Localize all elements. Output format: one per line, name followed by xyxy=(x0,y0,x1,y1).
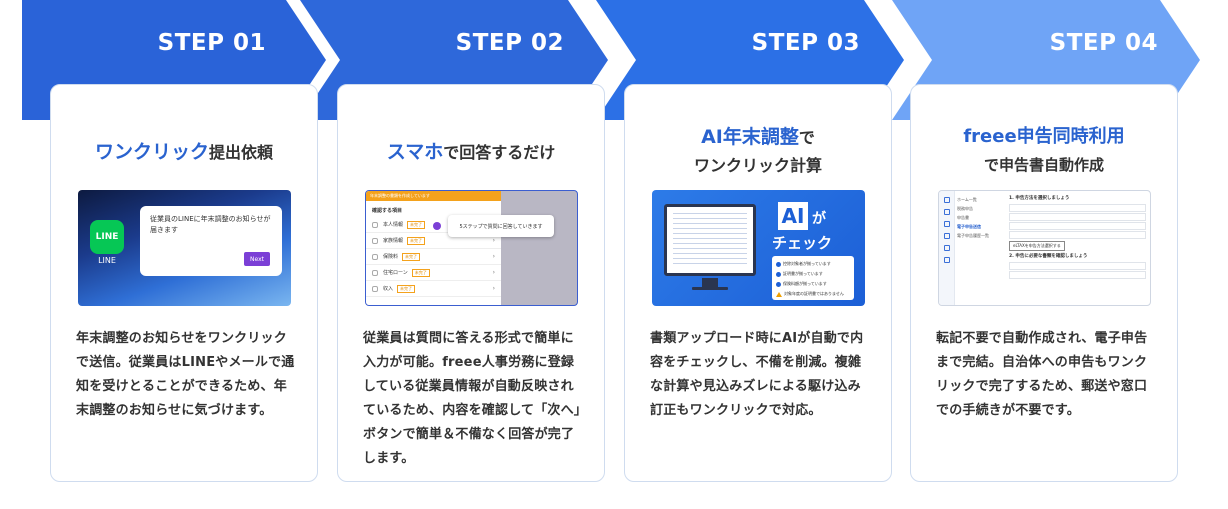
card-title: freee申告同時利用 で申告書自動作成 xyxy=(911,123,1177,179)
card-title-accent: スマホ xyxy=(386,141,444,163)
income-icon xyxy=(372,285,378,292)
phone-header-bar: 年末調整の書類を作成しています xyxy=(366,191,501,201)
step-card-3: AI年末調整で ワンクリック計算 AI が チェック 控除対象者が揃っています … xyxy=(624,84,892,482)
section-heading: 1. 申告方法を選択しましょう xyxy=(1009,196,1070,201)
step-label-4: STEP 04 xyxy=(1049,30,1158,56)
ai-check-illustration: AI が チェック 控除対象者が揃っています 証明書が揃っています 保険料額が揃… xyxy=(652,190,865,306)
cursor-dot-icon xyxy=(433,222,441,230)
card-title-plain: で xyxy=(798,128,815,147)
list-icon xyxy=(943,209,950,215)
notification-popup: 従業員のLINEに年末調整のお知らせが届きます Next xyxy=(140,206,282,276)
card-title: ワンクリック提出依頼 xyxy=(51,137,317,164)
check-circle-icon xyxy=(776,281,781,287)
app-nav: ホーム一覧 税務申告 申告書 電子申告送信 電子申告履歴一覧 xyxy=(957,197,989,238)
card-title-line2: ワンクリック計算 xyxy=(693,156,822,175)
card-description: 年末調整のお知らせをワンクリックで送信。従業員はLINEやメールで通知を受けとる… xyxy=(76,331,295,418)
notification-text: 従業員のLINEに年末調整のお知らせが届きます xyxy=(150,215,271,234)
folder-icon xyxy=(943,245,950,251)
list-item[interactable]: 収入未完了› xyxy=(366,281,501,297)
status-badge: 未完了 xyxy=(407,236,426,245)
monitor-stand xyxy=(702,278,718,288)
tax-filing-screenshot: ホーム一覧 税務申告 申告書 電子申告送信 電子申告履歴一覧 1. 申告方法を選… xyxy=(938,190,1151,306)
document-lines xyxy=(673,213,747,267)
chevron-right-icon: › xyxy=(492,237,495,244)
check-row: 保険料額が揃っています xyxy=(776,279,850,289)
section-heading: 確認する項目 xyxy=(372,208,403,214)
line-notification-screenshot: LINE LINE 従業員のLINEに年末調整のお知らせが届きます Next xyxy=(78,190,291,306)
monitor-icon xyxy=(664,204,756,276)
card-description: 転記不要で自動作成され、電子申告まで完結。自治体への申告もワンクリックで完了する… xyxy=(936,331,1148,418)
house-icon xyxy=(372,269,378,276)
line-app-caption: LINE xyxy=(98,256,116,265)
person-icon xyxy=(372,221,378,228)
check-circle-icon xyxy=(776,271,781,277)
card-description: 従業員は質問に答える形式で簡単に入力が可能。freee人事労務に登録している従業… xyxy=(363,331,581,466)
card-title-line1: freee申告同時利用 xyxy=(963,126,1125,147)
ai-check-heading: チェック xyxy=(772,234,833,252)
check-row: 対象年度の証明書ではありません xyxy=(776,289,850,299)
step-card-1: ワンクリック提出依頼 LINE LINE 従業員のLINEに年末調整のお知らせが… xyxy=(50,84,318,482)
card-title-plain: 提出依頼 xyxy=(209,143,274,162)
check-row: 控除対象者が揃っています xyxy=(776,259,850,269)
send-icon xyxy=(943,233,950,239)
app-sidebar xyxy=(939,191,955,305)
ai-badge: AI xyxy=(778,202,808,230)
monitor-base xyxy=(692,287,728,290)
status-badge: 未完了 xyxy=(402,252,421,261)
settings-icon xyxy=(943,257,950,263)
step-card-4: freee申告同時利用 で申告書自動作成 ホーム一覧 税務申告 申告書 電子申告… xyxy=(910,84,1178,482)
step-label-1: STEP 01 xyxy=(157,30,266,56)
eltax-button[interactable]: eLTAXを申告方法選択する xyxy=(1009,241,1065,251)
next-button[interactable]: Next xyxy=(244,252,270,266)
section-heading: 2. 申告に必要な書類を確認しましょう xyxy=(1009,254,1088,259)
app-main: 1. 申告方法を選択しましょう eLTAXを申告方法選択する 2. 申告に必要な… xyxy=(1009,195,1146,279)
tooltip-bubble: 5ステップで質問に回答していきます xyxy=(448,215,554,237)
step-label-3: STEP 03 xyxy=(751,30,860,56)
line-app-icon: LINE xyxy=(90,220,124,254)
chevron-right-icon: › xyxy=(492,269,495,276)
check-results-panel: 控除対象者が揃っています 証明書が揃っています 保険料額が揃っています 対象年度… xyxy=(772,256,854,300)
chevron-right-icon: › xyxy=(492,285,495,292)
check-row: 証明書が揃っています xyxy=(776,269,850,279)
list-item[interactable]: 保険料未完了› xyxy=(366,249,501,265)
status-badge: 未完了 xyxy=(407,220,426,229)
step-card-2: スマホで回答するだけ 年末調整の書類を作成しています 確認する項目 本人情報未完… xyxy=(337,84,605,482)
chevron-right-icon: › xyxy=(492,253,495,260)
status-badge: 未完了 xyxy=(411,268,430,277)
status-badge: 未完了 xyxy=(397,284,416,293)
doc-icon xyxy=(943,221,950,227)
check-circle-icon xyxy=(776,261,781,267)
heart-icon xyxy=(372,253,378,260)
card-title-accent: ワンクリック xyxy=(94,141,209,163)
card-title: AI年末調整で ワンクリック計算 xyxy=(625,123,891,180)
family-icon xyxy=(372,237,378,244)
card-description: 書類アップロード時にAIが自動で内容をチェックし、不備を削減。複雑な計算や見込み… xyxy=(650,331,864,418)
card-title-plain: で回答するだけ xyxy=(443,143,556,162)
card-title: スマホで回答するだけ xyxy=(338,137,604,164)
list-item[interactable]: 家族情報未完了› xyxy=(366,233,501,249)
card-title-line2: で申告書自動作成 xyxy=(983,156,1104,174)
ai-particle: が xyxy=(812,211,826,227)
step-label-2: STEP 02 xyxy=(455,30,564,56)
warning-icon xyxy=(776,291,782,297)
home-icon xyxy=(943,197,950,203)
card-title-accent: AI年末調整 xyxy=(701,126,799,148)
list-item[interactable]: 住宅ローン未完了› xyxy=(366,265,501,281)
